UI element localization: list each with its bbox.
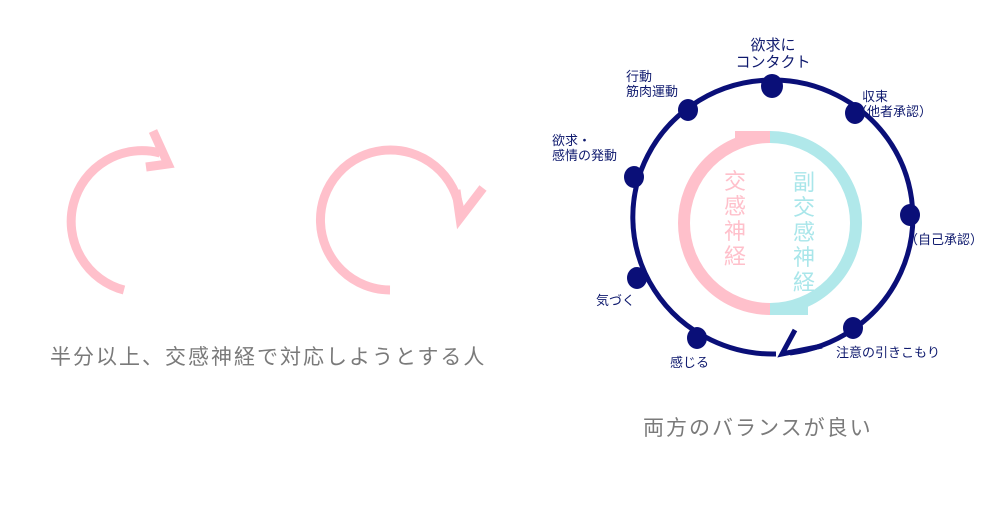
step-label-action: 行動 筋肉運動 [626,70,678,100]
step-label-feel: 感じる [670,356,709,371]
step-dot-desire [624,166,644,188]
left-caption: 半分以上、交感神経で対応しようとする人 [50,345,487,369]
step-label-self-approval-line1: （自己承認） [905,233,984,248]
step-label-notice-line1: 気づく [596,294,636,309]
step-dot-withdrawal [843,317,863,339]
sympathetic-label: 交感神経 [723,170,747,270]
step-label-contact: 欲求に コンタクト [718,37,828,71]
step-label-convergence-line1: 収束 [862,90,889,105]
step-label-withdrawal: 注意の引きこもり [836,346,940,361]
step-label-feel-line1: 感じる [670,356,710,371]
step-label-contact-line1: 欲求に [750,36,796,54]
right-caption: 両方のバランスが良い [643,416,873,440]
step-label-notice: 気づく [596,294,635,309]
parasympathetic-label: 副交感神経 [792,171,816,296]
step-dot-convergence [845,102,865,124]
step-dot-self-approval [900,204,920,226]
sympathetic-label-text: 交感神経 [723,170,746,270]
step-label-action-line2: 筋肉運動 [626,85,679,100]
step-label-withdrawal-line1: 注意の引きこもり [836,346,941,361]
parasympathetic-label-text: 副交感神経 [792,171,815,296]
step-label-self-approval: （自己承認） [905,233,983,248]
step-label-contact-line2: コンタクト [735,53,811,71]
step-label-action-line1: 行動 [626,70,653,85]
step-dot-feel [687,327,707,349]
step-label-convergence: 収束 （他者承認） [854,90,932,120]
step-label-desire: 欲求・ 感情の発動 [552,134,617,164]
step-label-convergence-line2: （他者承認） [854,105,933,120]
sympathetic-half-ring [678,131,771,315]
short-cycle-arrow-icon [66,129,175,295]
parasympathetic-half-ring [769,131,862,315]
long-cycle-arrow-icon [315,145,487,295]
step-dot-notice [627,267,647,289]
step-label-desire-line1: 欲求・ [552,134,592,149]
step-label-desire-line2: 感情の発動 [552,149,618,164]
step-dot-action [678,99,698,121]
step-dot-contact [761,74,783,98]
